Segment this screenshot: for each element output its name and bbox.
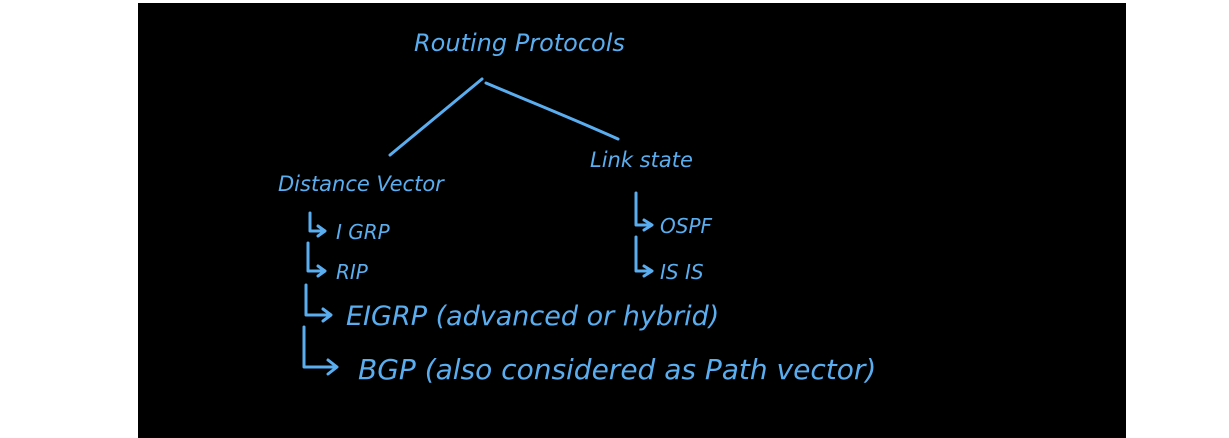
- dv-tree-line-3: [304, 283, 330, 317]
- ls-child-isis: IS IS: [660, 260, 704, 284]
- branch-distance-vector-label: Distance Vector: [278, 172, 445, 196]
- ls-tree-line-1: [634, 191, 652, 227]
- dv-child-bgp: BGP (also considered as Path vector): [358, 353, 876, 386]
- dv-tree-line-1: [308, 211, 325, 233]
- arrow-icon: [642, 264, 654, 278]
- arrow-icon: [642, 218, 654, 232]
- arrow-icon: [326, 358, 339, 376]
- arrow-icon: [316, 264, 327, 278]
- blackboard: Routing Protocols Distance Vector Link s…: [138, 3, 1126, 438]
- branch-link-state-label: Link state: [590, 148, 693, 172]
- ls-child-ospf: OSPF: [660, 214, 712, 238]
- arrow-icon: [316, 224, 327, 238]
- dv-child-rip: RIP: [336, 260, 369, 284]
- root-node-label: Routing Protocols: [414, 29, 625, 57]
- dv-tree-line-4: [302, 325, 336, 369]
- diagram-canvas: Routing Protocols Distance Vector Link s…: [278, 29, 876, 386]
- connector-to-distance-vector: [388, 77, 484, 157]
- dv-tree-line-2: [306, 241, 325, 273]
- connector-to-link-state: [484, 81, 620, 141]
- dv-child-igrp: I GRP: [336, 220, 391, 244]
- arrow-icon: [321, 307, 333, 323]
- dv-child-eigrp: EIGRP (advanced or hybrid): [346, 301, 719, 332]
- ls-tree-line-2: [634, 235, 652, 273]
